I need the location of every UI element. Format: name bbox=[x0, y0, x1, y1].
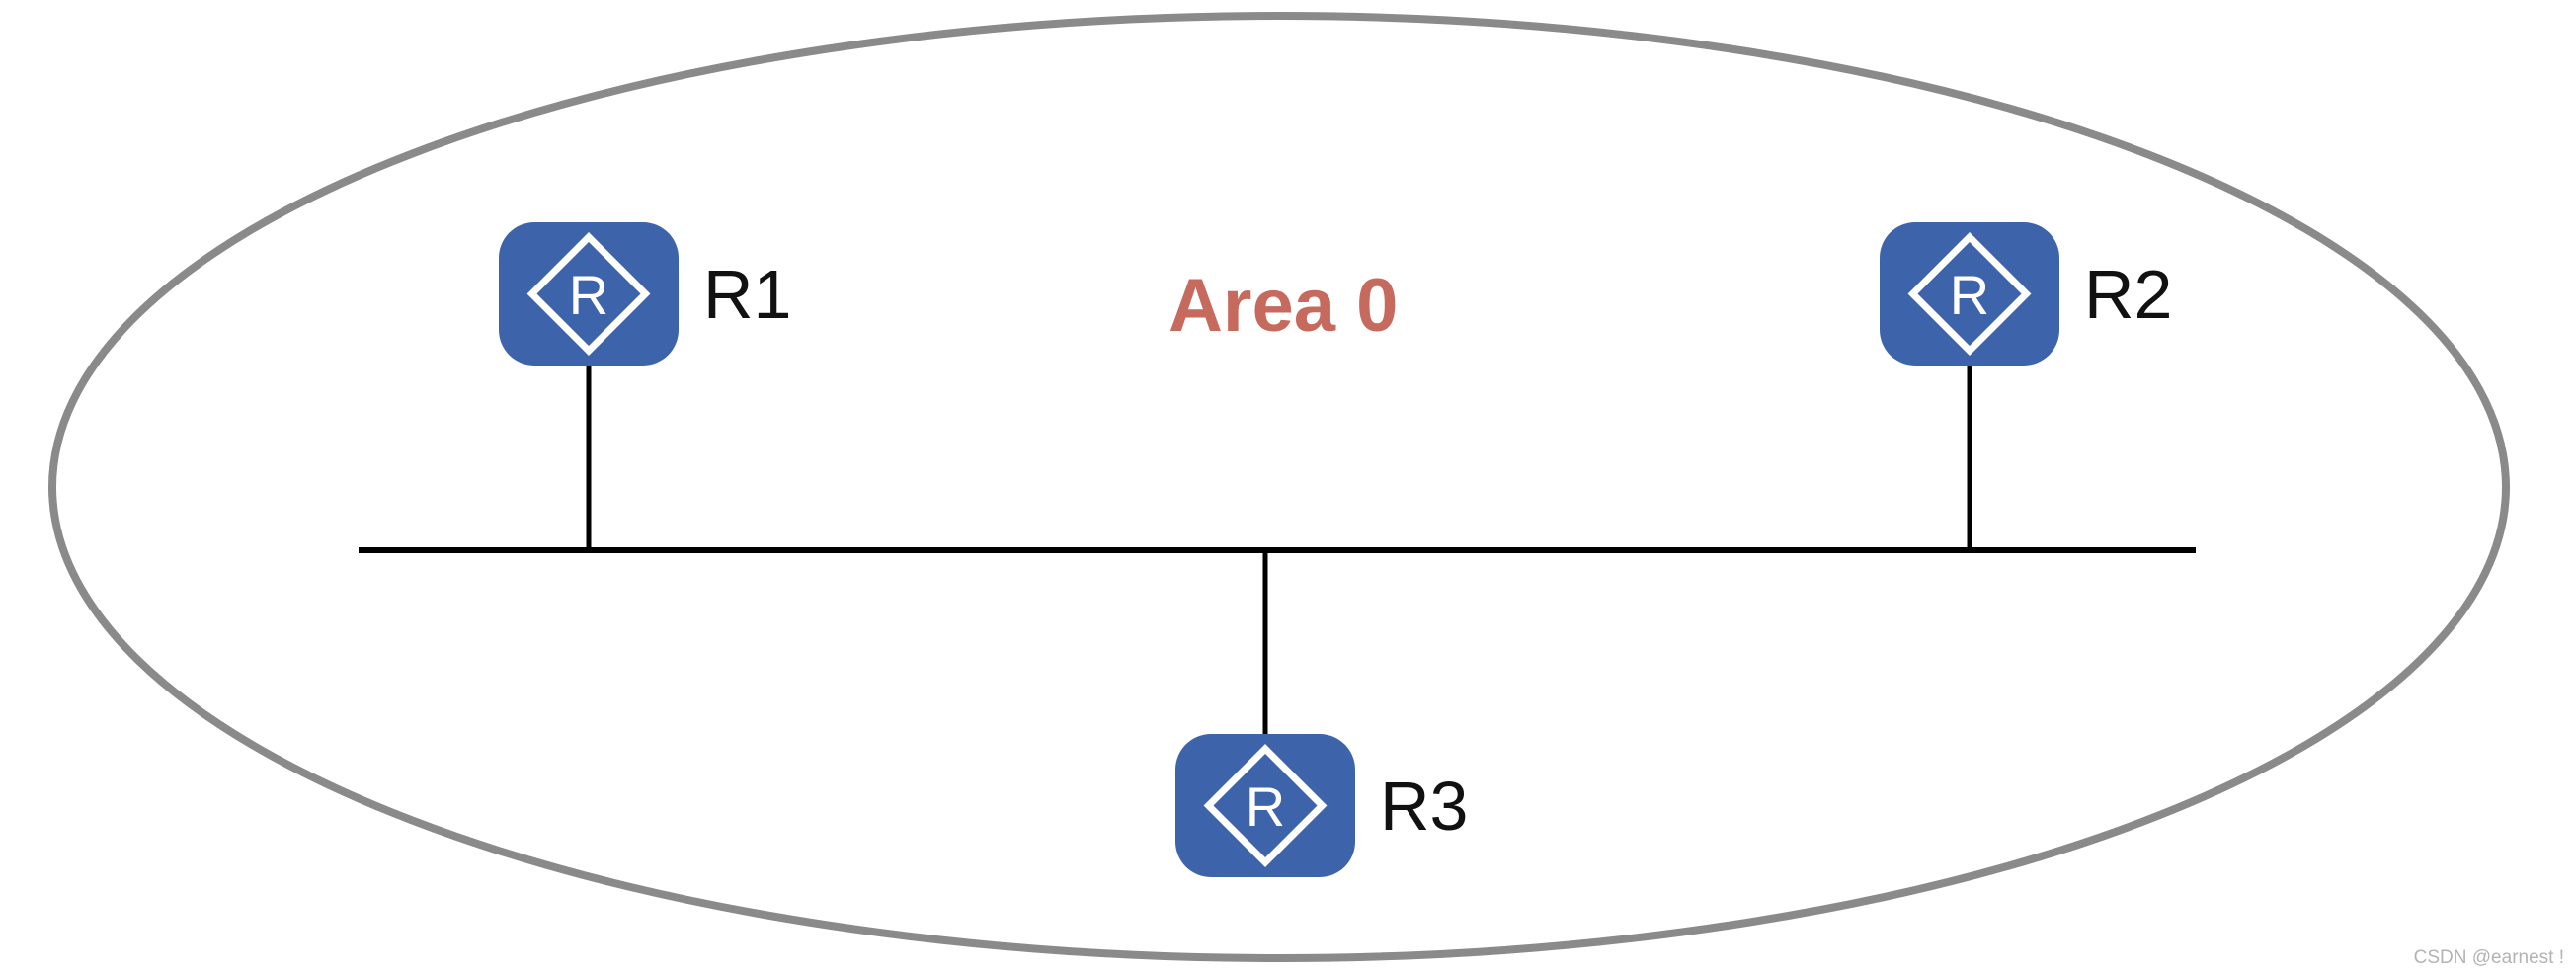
router-icon: R bbox=[1175, 734, 1355, 877]
router-diamond-icon bbox=[526, 232, 651, 356]
area-label: Area 0 bbox=[1168, 264, 1399, 348]
router-icon-body bbox=[499, 222, 679, 366]
router-node-r3: R R3 bbox=[1175, 734, 1468, 877]
router-node-r2: R R2 bbox=[1880, 222, 2172, 366]
area-boundary-ellipse bbox=[48, 12, 2510, 962]
router-icon: R bbox=[499, 222, 679, 366]
router-label: R3 bbox=[1380, 767, 1469, 845]
router-diamond-icon bbox=[1907, 232, 2032, 356]
router-icon: R bbox=[1880, 222, 2059, 366]
router-label: R1 bbox=[703, 255, 792, 333]
router-node-r1: R R1 bbox=[499, 222, 791, 366]
router-label: R2 bbox=[2084, 255, 2173, 333]
router-icon-letter: R bbox=[1950, 264, 1989, 326]
router-icon-letter: R bbox=[1246, 775, 1285, 838]
router-diamond-icon bbox=[1203, 744, 1328, 867]
watermark: CSDN @earnest ! bbox=[2413, 947, 2564, 968]
router-icon-body bbox=[1880, 222, 2059, 366]
router-icon-body bbox=[1175, 734, 1355, 877]
router-icon-letter: R bbox=[569, 264, 608, 326]
